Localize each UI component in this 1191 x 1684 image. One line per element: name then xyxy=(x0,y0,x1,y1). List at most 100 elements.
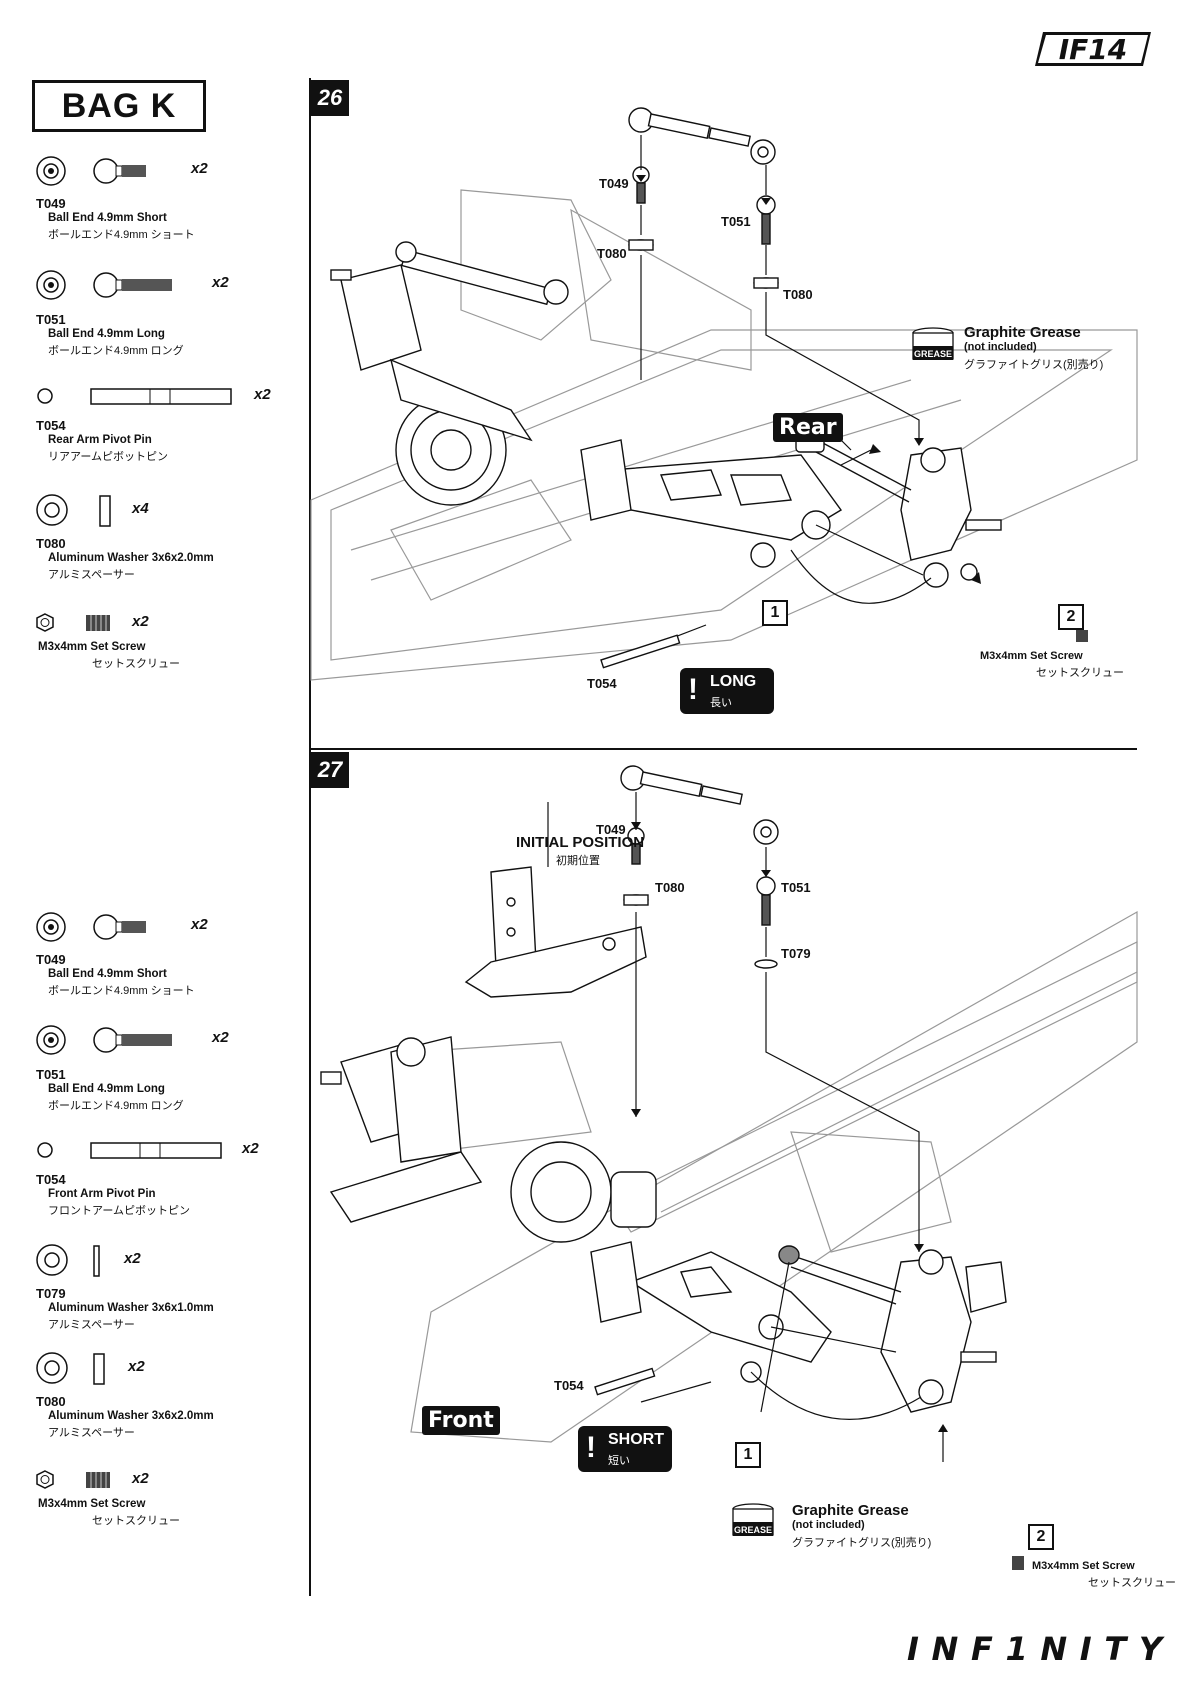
if14-logo: IF14 xyxy=(1035,32,1151,66)
arrow-heads xyxy=(631,822,948,1432)
warning-jp: 長い xyxy=(710,697,732,709)
label-t080-a: T080 xyxy=(597,246,627,261)
part-qty: x2 xyxy=(132,1470,149,1487)
guide-lines xyxy=(547,792,944,1462)
if14-logo-text: IF14 xyxy=(1059,33,1128,66)
initial-position-title: INITIAL POSITION xyxy=(516,834,645,851)
label-t080: T080 xyxy=(655,880,685,895)
part-code: T054 xyxy=(36,1172,66,1187)
part-name: M3x4mm Set Screw xyxy=(38,1498,146,1510)
part-qty: x2 xyxy=(124,1250,141,1267)
part-name: M3x4mm Set Screw xyxy=(38,641,146,653)
label-t051: T051 xyxy=(721,214,751,229)
screw-name: M3x4mm Set Screw xyxy=(1032,1560,1135,1572)
part-jp: ボールエンド4.9mm ショート xyxy=(48,985,195,997)
grease-jp: グラファイトグリス(別売り) xyxy=(964,359,1104,371)
pivot-pin xyxy=(600,634,681,669)
part-jp: リアアームピボットピン xyxy=(48,451,169,463)
part-set-screw: x2 M3x4mm Set Screw セットスクリュー xyxy=(36,1470,306,1570)
ball-ends xyxy=(628,166,779,289)
part-name: Ball End 4.9mm Long xyxy=(48,328,165,340)
warning-icon: ! xyxy=(586,1431,596,1464)
part-code: T079 xyxy=(36,1286,66,1301)
part-qty: x2 xyxy=(212,274,229,291)
rear-hub-assembly xyxy=(330,241,569,506)
part-qty: x2 xyxy=(132,613,149,630)
screw-jp: セットスクリュー xyxy=(1088,1577,1176,1589)
infinity-logo: INF1NITY xyxy=(907,1630,1165,1666)
part-jp: ボールエンド4.9mm ロング xyxy=(48,345,184,357)
part-code: T054 xyxy=(36,418,66,433)
grease-title: Graphite Grease xyxy=(792,1502,909,1519)
step-divider xyxy=(311,748,1137,750)
part-code: T080 xyxy=(36,536,66,551)
part-code: T051 xyxy=(36,1067,66,1082)
part-qty: x2 xyxy=(191,916,208,933)
part-jp: セットスクリュー xyxy=(92,658,180,670)
label-t049: T049 xyxy=(596,822,626,837)
washer-icon xyxy=(36,494,111,527)
front-arm xyxy=(590,1171,832,1383)
part-t079: x2 T079 Aluminum Washer 3x6x1.0mm アルミスペー… xyxy=(36,1244,306,1344)
part-qty: x2 xyxy=(254,386,271,403)
direction-tag-front: Front xyxy=(422,1406,500,1435)
short-warning: ! SHORT 短い xyxy=(578,1426,672,1472)
bag-title: BAG K xyxy=(32,80,206,132)
part-t080: x2 T080 Aluminum Washer 3x6x2.0mm アルミスペー… xyxy=(36,1352,306,1452)
grease-title: Graphite Grease xyxy=(964,324,1081,341)
grease-icon-text: GREASE xyxy=(734,1525,772,1535)
part-t049: x2 T049 Ball End 4.9mm Short ボールエンド4.9mm… xyxy=(36,912,306,1012)
part-qty: x2 xyxy=(242,1140,259,1157)
ball-end-long-icon xyxy=(36,1025,172,1055)
set-screw-icon xyxy=(36,1470,110,1489)
column-divider xyxy=(309,78,311,1596)
label-t054: T054 xyxy=(587,676,617,691)
pivot-pin xyxy=(594,1367,656,1396)
guide-lines xyxy=(640,135,932,651)
part-name: Rear Arm Pivot Pin xyxy=(48,434,152,446)
grease-icon: GREASE xyxy=(912,327,954,360)
initial-position-part xyxy=(464,866,647,998)
label-t051: T051 xyxy=(781,880,811,895)
part-qty: x2 xyxy=(212,1029,229,1046)
label-t049: T049 xyxy=(599,176,629,191)
direction-tag-rear: Rear xyxy=(773,413,843,442)
part-code: T049 xyxy=(36,952,66,967)
ball-end-short-icon xyxy=(36,156,146,186)
label-t079: T079 xyxy=(781,946,811,961)
part-jp: ボールエンド4.9mm ロング xyxy=(48,1100,184,1112)
part-jp: セットスクリュー xyxy=(92,1515,180,1527)
part-jp: ボールエンド4.9mm ショート xyxy=(48,229,195,241)
screw-jp: セットスクリュー xyxy=(1036,667,1124,679)
screw-name: M3x4mm Set Screw xyxy=(980,650,1083,662)
label-t054: T054 xyxy=(554,1378,584,1393)
part-jp: アルミスペーサー xyxy=(48,569,135,581)
ball-ends xyxy=(623,827,778,969)
set-screw-icon xyxy=(1076,630,1088,642)
step-26-badge: 26 xyxy=(311,80,349,116)
part-jp: アルミスペーサー xyxy=(48,1427,135,1439)
rear-arm xyxy=(580,439,843,568)
set-screw-icon xyxy=(36,613,110,632)
part-t054: x2 T054 Rear Arm Pivot Pin リアアームピボットピン xyxy=(36,384,306,484)
step-26-illustration: T049 T051 T080 T080 T054 xyxy=(310,107,1138,691)
grease-icon: GREASE xyxy=(732,1503,774,1536)
step-marker-2: 2 xyxy=(1028,1524,1054,1550)
warning-label: SHORT xyxy=(608,1431,664,1448)
part-code: T051 xyxy=(36,312,66,327)
warning-icon: ! xyxy=(688,673,698,706)
long-warning: ! LONG 長い xyxy=(680,668,774,714)
set-screw-icon xyxy=(1012,1556,1024,1570)
part-t051: x2 T051 Ball End 4.9mm Long ボールエンド4.9mm … xyxy=(36,270,306,370)
grease-note: (not included) xyxy=(964,341,1037,353)
washer-icon xyxy=(36,1244,100,1277)
camber-link-top xyxy=(620,765,779,845)
part-name: Aluminum Washer 3x6x2.0mm xyxy=(48,552,214,564)
part-t080: x4 T080 Aluminum Washer 3x6x2.0mm アルミスペー… xyxy=(36,494,306,594)
initial-position-jp: 初期位置 xyxy=(556,855,600,867)
pivot-pin-icon xyxy=(37,388,232,405)
warning-label: LONG xyxy=(710,673,757,690)
ball-end-long-icon xyxy=(36,270,172,300)
grease-jp: グラファイトグリス(別売り) xyxy=(792,1537,932,1549)
part-name: Aluminum Washer 3x6x1.0mm xyxy=(48,1302,214,1314)
